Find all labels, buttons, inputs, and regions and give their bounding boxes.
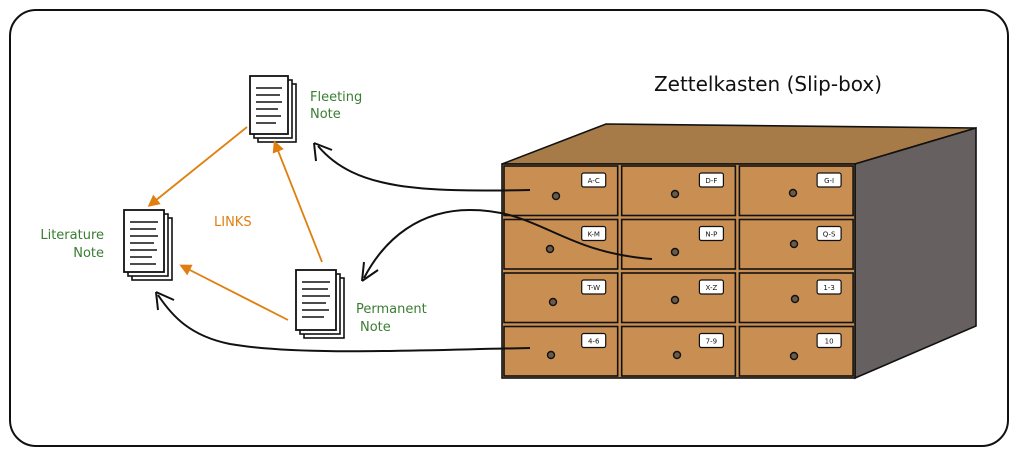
links-label: LINKS xyxy=(214,215,252,230)
slip-box-cabinet: A-C D-F G-I K-M N-P Q-S T-W X-Z 1-3 4-6 7-9 10 xyxy=(501,123,977,380)
drawer-label-tag xyxy=(816,332,842,349)
drawer-knob xyxy=(545,244,555,254)
drawer-label-tag xyxy=(698,279,725,295)
link-arrow-permanent-to-fleeting xyxy=(272,140,323,263)
diagram-title: Zettelkasten (Slip-box) xyxy=(654,72,882,96)
drawer-label: 1-3 xyxy=(823,284,834,292)
drawer-label-tag xyxy=(581,332,607,349)
drawer-label: 7-9 xyxy=(706,338,717,346)
drawer-label-tag xyxy=(816,225,842,242)
drawer-label-tag xyxy=(816,172,842,188)
literature-note-label-2: Note xyxy=(73,246,104,261)
drawer-knob xyxy=(789,351,799,361)
fleeting-note-label-1: Fleeting xyxy=(310,90,362,105)
drawer-knob xyxy=(672,350,682,360)
literature-note-icon xyxy=(123,209,173,281)
drawer-knob xyxy=(670,189,680,199)
drawer-label-tag xyxy=(698,225,725,242)
drawer-label-tag xyxy=(816,279,842,295)
drawer-label: Q-S xyxy=(823,231,836,239)
drawer-label: A-C xyxy=(588,177,600,185)
literature-note-label-1: Literature xyxy=(40,228,104,243)
drawer-knob xyxy=(789,239,799,249)
drawer-knob xyxy=(788,188,798,198)
drawer-label: 10 xyxy=(825,338,834,346)
permanent-note-label-2: Note xyxy=(360,320,391,335)
drawer-knob xyxy=(551,191,561,201)
drawer-label: 4-6 xyxy=(588,338,600,346)
drawer-label-tag xyxy=(698,172,725,188)
drawer-label-tag xyxy=(581,279,607,295)
drawer-knob xyxy=(670,247,680,257)
drawer-label: K-M xyxy=(587,231,599,239)
flow-arrow-cabinet-to-permanent xyxy=(361,208,653,282)
drawer-label-tag xyxy=(698,332,725,349)
drawer-label: N-P xyxy=(705,231,717,239)
flow-arrow-cabinet-to-literature xyxy=(155,291,531,353)
drawer-knob xyxy=(546,350,556,360)
drawer-knob xyxy=(790,294,800,304)
drawer-knob xyxy=(548,297,558,307)
drawer-label-tag xyxy=(581,225,607,242)
drawer-label: D-F xyxy=(705,177,717,185)
drawer-label: X-Z xyxy=(706,284,718,292)
link-arrow-fleeting-to-literature xyxy=(147,126,248,207)
permanent-note-label-1: Permanent xyxy=(356,302,427,317)
drawer-label-tag xyxy=(581,172,607,188)
fleeting-note-icon xyxy=(249,75,297,143)
permanent-note-icon xyxy=(295,269,345,339)
drawer-label: T-W xyxy=(586,284,600,292)
drawer-label: G-I xyxy=(824,177,834,185)
link-arrow-permanent-to-literature xyxy=(179,264,289,321)
drawer-knob xyxy=(670,295,680,305)
fleeting-note-label-2: Note xyxy=(310,107,341,122)
flow-arrow-cabinet-to-fleeting xyxy=(313,142,531,192)
